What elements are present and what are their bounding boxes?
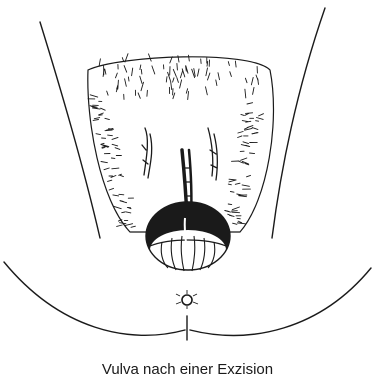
left-buttock-curve xyxy=(4,262,185,335)
anus xyxy=(176,290,198,309)
left-thigh-line xyxy=(40,22,100,238)
figure-caption: Vulva nach einer Exzision xyxy=(0,360,375,380)
right-thigh-line xyxy=(272,8,325,238)
pubic-hair-hatching xyxy=(88,54,264,228)
right-buttock-curve xyxy=(190,268,371,335)
vaginal-opening xyxy=(146,202,230,271)
labia-shading xyxy=(142,128,217,180)
